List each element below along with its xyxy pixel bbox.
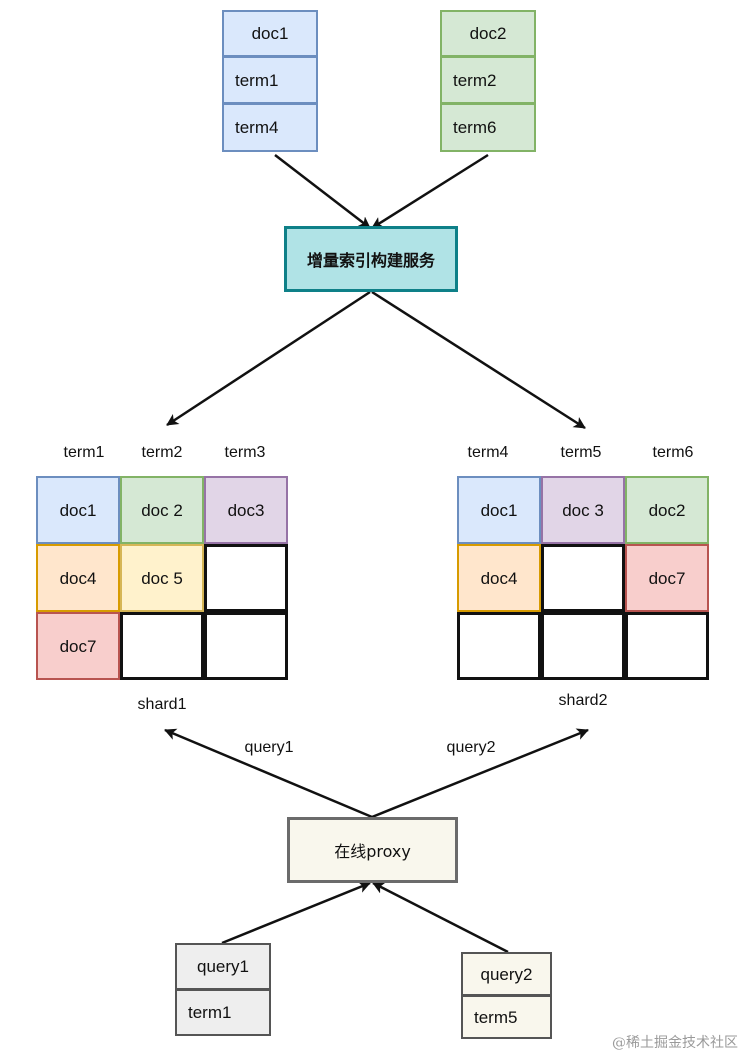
index-build-service: 增量索引构建服务	[284, 226, 458, 292]
arrow-doc2-to-service	[371, 153, 489, 230]
shard2-label: shard2	[558, 692, 608, 709]
edge-label-query2: query2	[446, 739, 496, 756]
online-proxy-box: 在线proxy	[287, 817, 458, 883]
arrow-service-to-shard1	[166, 290, 371, 427]
shard2-column-label-2: term5	[560, 444, 602, 461]
shard1-cell: doc 2	[120, 476, 204, 544]
doc2-card-header: doc2	[440, 10, 536, 57]
shard1-cell	[204, 612, 288, 680]
edge-label-query1: query1	[244, 739, 294, 756]
shard1-cell: doc1	[36, 476, 120, 544]
arrow-query2-to-proxy	[372, 881, 509, 954]
query2-card-row-1: term5	[461, 995, 552, 1039]
doc1-card-row-1: term1	[222, 56, 318, 104]
shard1-cell: doc 5	[120, 544, 204, 612]
shard2-cell	[457, 612, 541, 680]
doc1-card-row-2: term4	[222, 103, 318, 152]
shard2-cell	[541, 612, 625, 680]
doc2-card-row-2: term6	[440, 103, 536, 152]
doc2-card-row-1: term2	[440, 56, 536, 104]
arrow-service-to-shard2	[371, 290, 586, 430]
query1-card-row-1: term1	[175, 989, 271, 1036]
shard2-cell: doc 3	[541, 476, 625, 544]
arrow-proxy-to-shard2	[371, 728, 589, 819]
shard1-cell	[120, 612, 204, 680]
shard1-cell	[204, 544, 288, 612]
shard2-cell	[625, 612, 709, 680]
query1-card-header: query1	[175, 943, 271, 990]
shard2-cell: doc4	[457, 544, 541, 612]
shard2-column-label-3: term6	[652, 444, 694, 461]
watermark: @稀土掘金技术社区	[612, 1035, 738, 1051]
shard2-cell: doc1	[457, 476, 541, 544]
shard1-cell: doc3	[204, 476, 288, 544]
arrow-proxy-to-shard1	[164, 728, 373, 819]
shard1-cell: doc4	[36, 544, 120, 612]
shard2-cell	[541, 544, 625, 612]
shard1-column-label-1: term1	[63, 444, 105, 461]
shard2-cell: doc2	[625, 476, 709, 544]
shard1-label: shard1	[137, 696, 187, 713]
shard2-cell: doc7	[625, 544, 709, 612]
doc1-card-header: doc1	[222, 10, 318, 57]
shard1-column-label-2: term2	[141, 444, 183, 461]
shard2-column-label-1: term4	[467, 444, 509, 461]
query2-card-header: query2	[461, 952, 552, 996]
arrow-doc1-to-service	[274, 154, 371, 229]
shard1-column-label-3: term3	[224, 444, 266, 461]
arrow-query1-to-proxy	[221, 881, 371, 945]
shard1-cell: doc7	[36, 612, 120, 680]
